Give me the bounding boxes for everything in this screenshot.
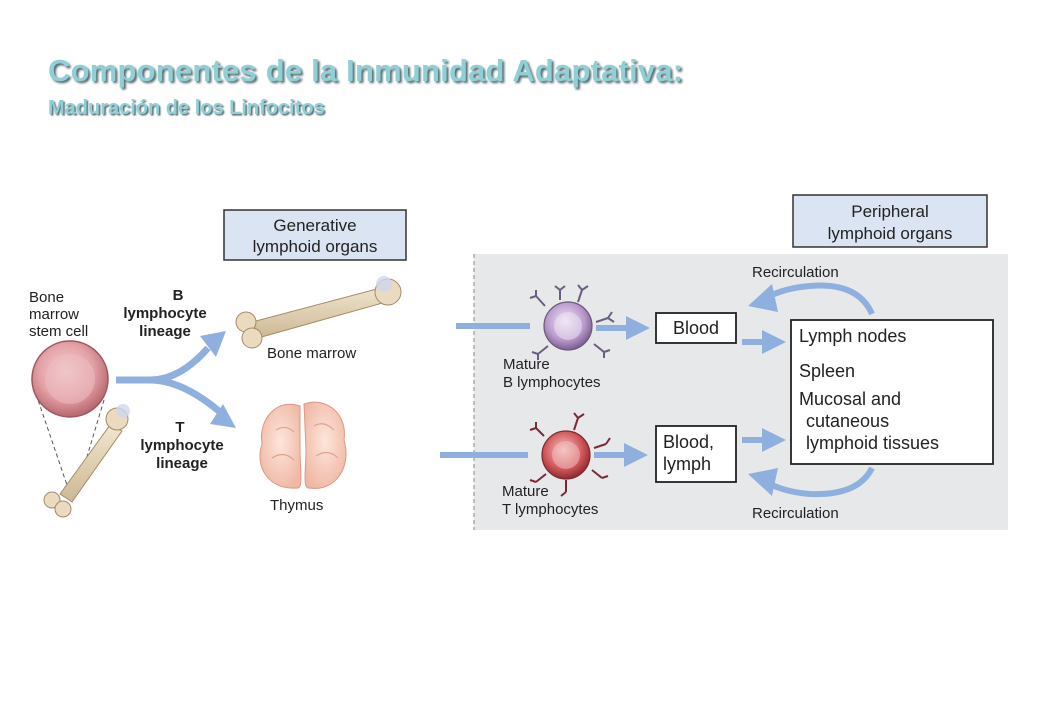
mature-t-cell: [529, 412, 611, 497]
generative-header: Generative lymphoid organs: [223, 209, 407, 261]
bone-marrow-label: Bone marrow: [267, 345, 356, 362]
stem-cell-label: Bone marrow stem cell: [29, 289, 88, 340]
svg-text:Bone: Bone: [29, 289, 64, 306]
svg-text:lymphoid organs: lymphoid organs: [253, 237, 378, 256]
svg-text:B: B: [173, 287, 184, 304]
svg-text:lymphocyte: lymphocyte: [123, 305, 206, 322]
list-item: cutaneous: [806, 411, 889, 431]
slide-title: Componentes de la Inmunidad Adaptativa:: [48, 53, 684, 88]
svg-text:Mature: Mature: [502, 483, 549, 500]
recirculation-top-label: Recirculation: [752, 264, 839, 281]
peripheral-header: Peripheral lymphoid organs: [792, 194, 988, 248]
thymus-label: Thymus: [270, 497, 323, 514]
mature-b-label: Mature B lymphocytes: [503, 356, 601, 391]
svg-text:T: T: [175, 419, 184, 436]
svg-text:Blood: Blood: [673, 318, 719, 338]
slide-subtitle: Maduración de los Linfocitos: [48, 97, 325, 119]
t-lineage-label: T lymphocyte lineage: [140, 419, 223, 472]
blood-box: Blood: [655, 312, 737, 344]
small-bone-icon: [43, 404, 130, 518]
zoom-line-left: [35, 393, 69, 489]
blood-to-organs-arrow: [742, 330, 786, 354]
list-item: Spleen: [799, 361, 855, 381]
list-item: Lymph nodes: [799, 326, 906, 346]
b-lineage-label: B lymphocyte lineage: [123, 287, 206, 340]
svg-text:lymph: lymph: [663, 454, 711, 474]
svg-text:lineage: lineage: [139, 323, 191, 340]
svg-text:Peripheral: Peripheral: [851, 202, 929, 221]
svg-text:marrow: marrow: [29, 306, 79, 323]
lineage-branch-arrow: [116, 331, 236, 428]
stem-cell: [31, 340, 109, 418]
thymus-icon: [259, 401, 347, 489]
recirculation-bottom-label: Recirculation: [752, 505, 839, 522]
recirculation-bottom-arrow: [748, 466, 875, 498]
lymph-to-organs-arrow: [742, 428, 786, 452]
recirculation-top-arrow: [748, 282, 875, 316]
svg-text:Blood,: Blood,: [663, 432, 714, 452]
svg-text:lineage: lineage: [156, 455, 208, 472]
svg-text:Mature: Mature: [503, 356, 550, 373]
list-item: lymphoid tissues: [806, 433, 939, 453]
svg-text:B lymphocytes: B lymphocytes: [503, 374, 601, 391]
svg-text:lymphoid organs: lymphoid organs: [828, 224, 953, 243]
svg-text:lymphocyte: lymphocyte: [140, 437, 223, 454]
t-to-blood-arrow: [594, 443, 648, 467]
peripheral-organs-box: Lymph nodes Spleen Mucosal and cutaneous…: [790, 319, 994, 465]
svg-text:stem cell: stem cell: [29, 323, 88, 340]
list-item: Mucosal and: [799, 389, 901, 409]
blood-lymph-box: Blood, lymph: [655, 425, 737, 483]
b-to-blood-arrow: [596, 316, 650, 340]
svg-text:T lymphocytes: T lymphocytes: [502, 501, 598, 518]
svg-text:Generative: Generative: [273, 216, 356, 235]
bone-marrow-icon: [235, 276, 402, 349]
mature-t-label: Mature T lymphocytes: [502, 483, 598, 518]
mature-b-cell: [529, 284, 615, 360]
